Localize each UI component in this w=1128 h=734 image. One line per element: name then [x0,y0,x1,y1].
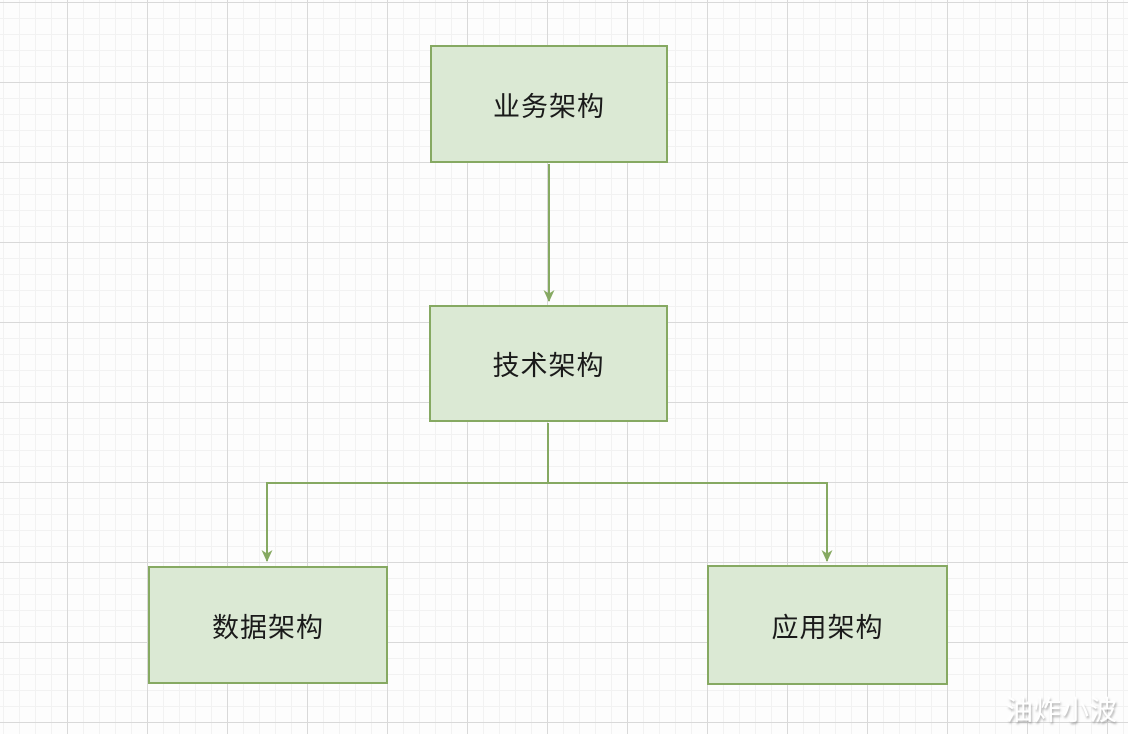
node-business-architecture: 业务架构 [430,45,668,163]
node-technical-architecture-label: 技术架构 [492,351,605,381]
watermark-text: 油炸小波 [1006,696,1118,726]
node-data-architecture-label: 数据架构 [212,612,324,643]
node-application-architecture-label: 应用架构 [771,612,884,643]
node-technical-architecture: 技术架构 [429,305,668,422]
node-data-architecture: 数据架构 [148,566,388,684]
node-application-architecture: 应用架构 [707,565,948,685]
edge-technical-to-application [548,482,833,562]
node-business-architecture-label: 业务架构 [493,91,605,122]
edge-technical-to-data [261,423,549,562]
